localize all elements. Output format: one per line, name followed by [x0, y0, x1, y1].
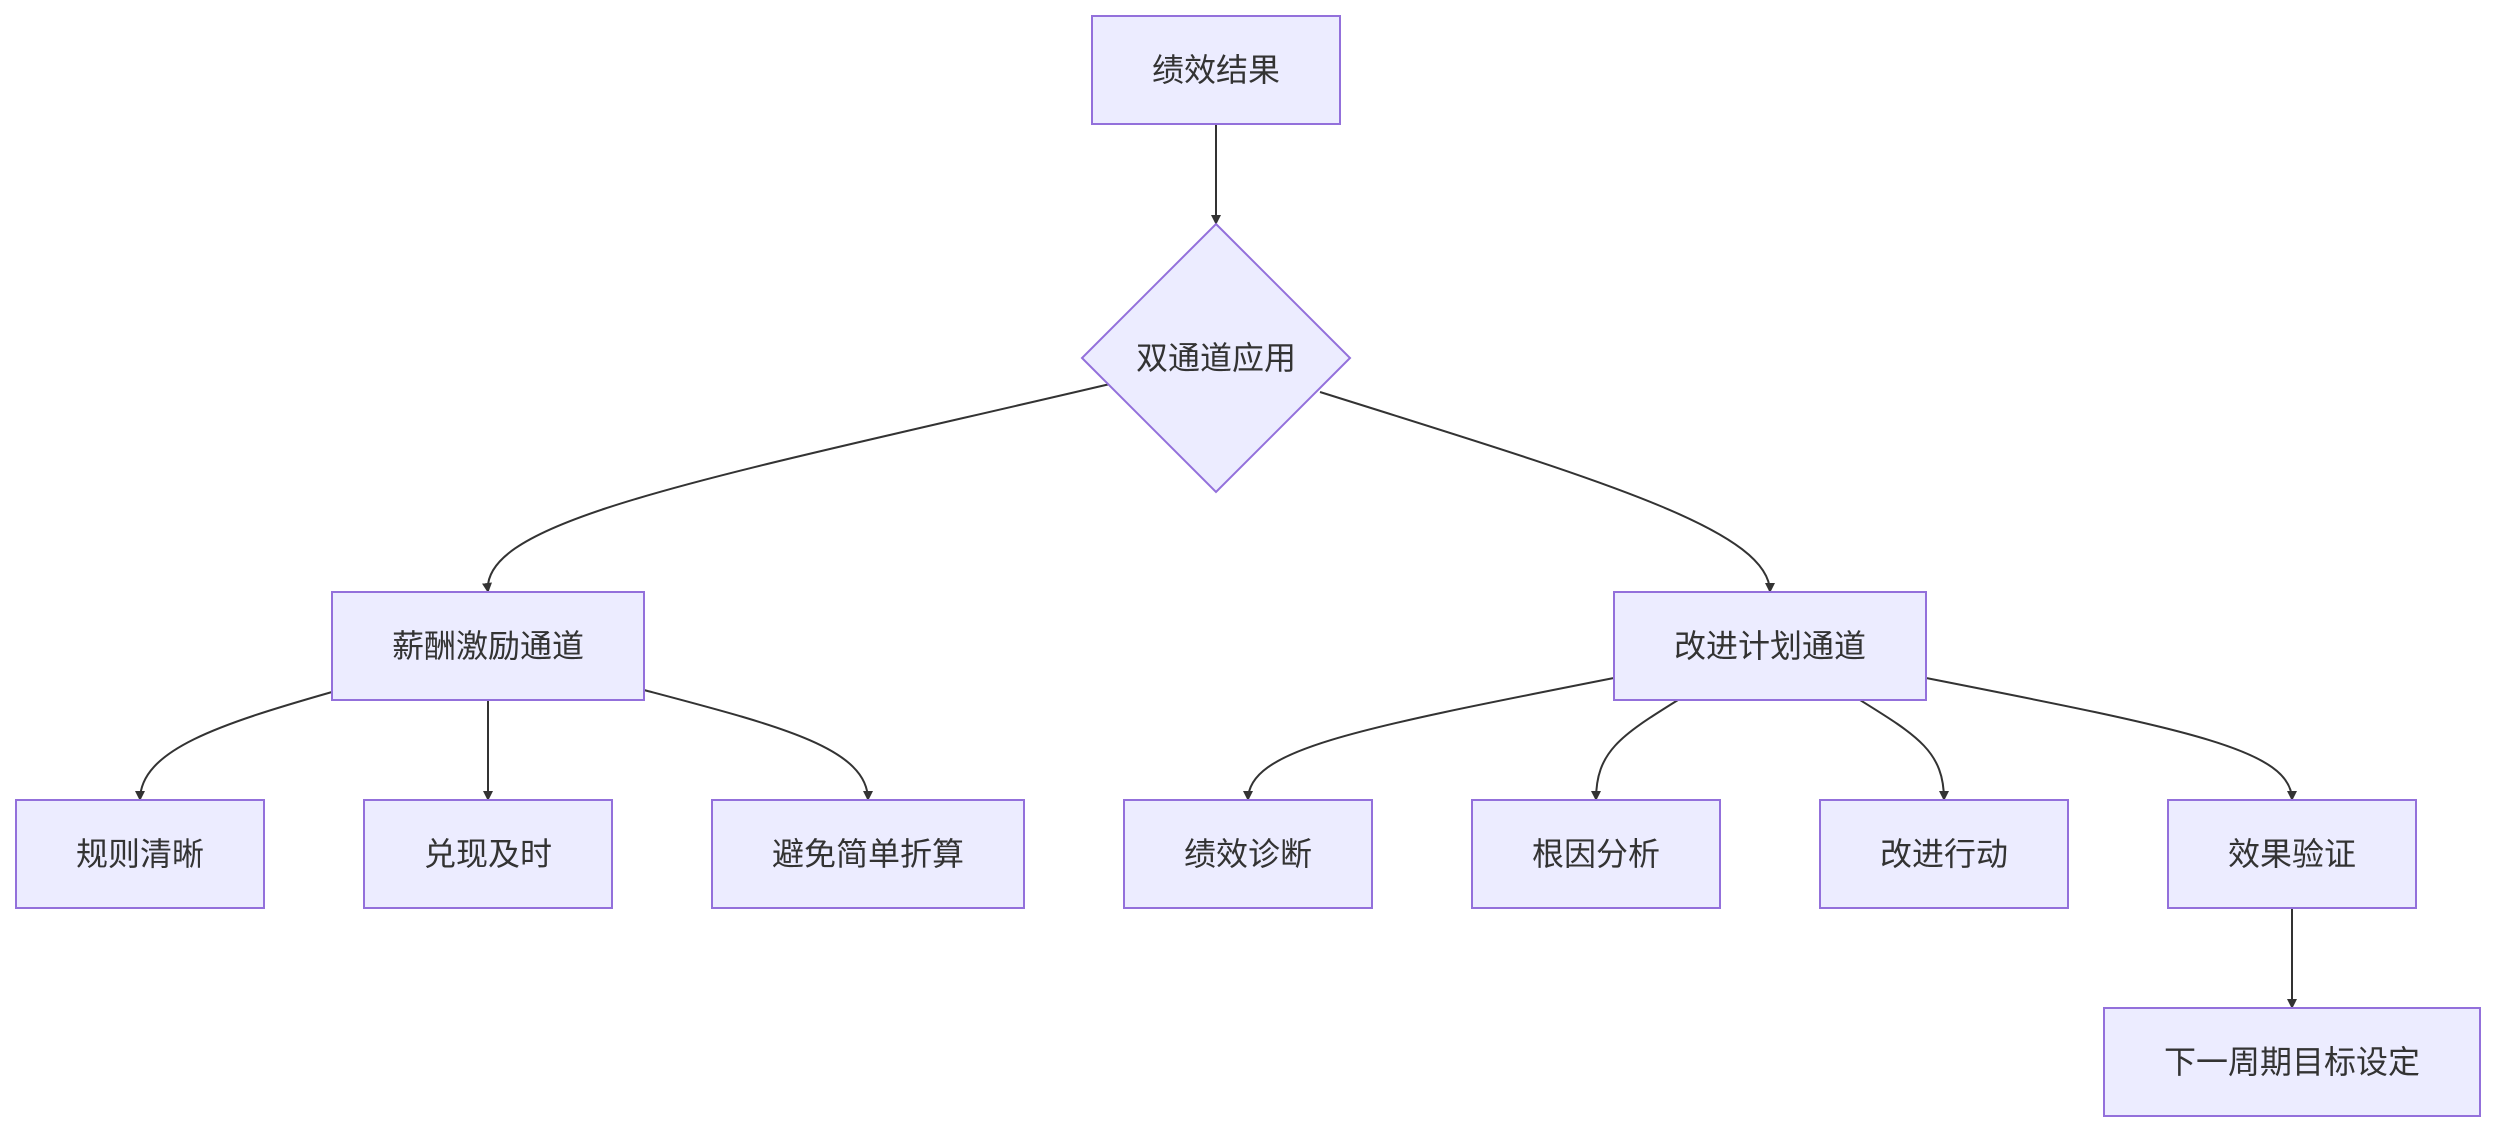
node-label: 效果验证 [2228, 835, 2356, 873]
node-label: 规则清晰 [76, 835, 204, 873]
node-clear-rules[interactable]: 规则清晰 [15, 799, 265, 909]
node-avoid-simple-conversion[interactable]: 避免简单折算 [711, 799, 1025, 909]
node-dual-channel-decision[interactable]: 双通道应用 [1080, 222, 1352, 494]
node-improvement-action[interactable]: 改进行动 [1819, 799, 2069, 909]
node-effect-verification[interactable]: 效果验证 [2167, 799, 2417, 909]
edge-improve-to-verify [1925, 677, 2297, 801]
edge-dual-to-pay [482, 383, 1111, 593]
node-label: 下一周期目标设定 [2164, 1043, 2420, 1081]
node-pay-incentive-channel[interactable]: 薪酬激励通道 [331, 591, 645, 701]
edge-pay-to-rules [135, 691, 333, 801]
node-timely-payout[interactable]: 兑现及时 [363, 799, 613, 909]
node-label: 兑现及时 [424, 835, 552, 873]
node-label: 绩效诊断 [1184, 835, 1312, 873]
edge-improve-to-rootcause [1591, 699, 1679, 801]
edge-improve-to-action [1859, 699, 1949, 801]
node-next-cycle-goal-setting[interactable]: 下一周期目标设定 [2103, 1007, 2481, 1117]
node-label: 根因分析 [1532, 835, 1660, 873]
edges [135, 124, 2297, 1009]
edge-improve-to-diagnose [1243, 677, 1615, 801]
nodes: 绩效结果 双通道应用 薪酬激励通道 改进计划通道 规则清晰 兑现及时 [15, 15, 2481, 1117]
node-improvement-plan-channel[interactable]: 改进计划通道 [1613, 591, 1927, 701]
edge-pay-to-avoid [643, 689, 873, 801]
node-performance-result[interactable]: 绩效结果 [1091, 15, 1341, 125]
edge-dual-to-improve [1319, 391, 1775, 593]
node-label: 薪酬激励通道 [392, 627, 584, 665]
node-label: 双通道应用 [1136, 339, 1296, 377]
node-label: 改进行动 [1880, 835, 2008, 873]
node-label: 改进计划通道 [1674, 627, 1866, 665]
node-label: 避免简单折算 [772, 835, 964, 873]
node-performance-diagnosis[interactable]: 绩效诊断 [1123, 799, 1373, 909]
node-root-cause-analysis[interactable]: 根因分析 [1471, 799, 1721, 909]
node-label: 绩效结果 [1152, 51, 1280, 89]
